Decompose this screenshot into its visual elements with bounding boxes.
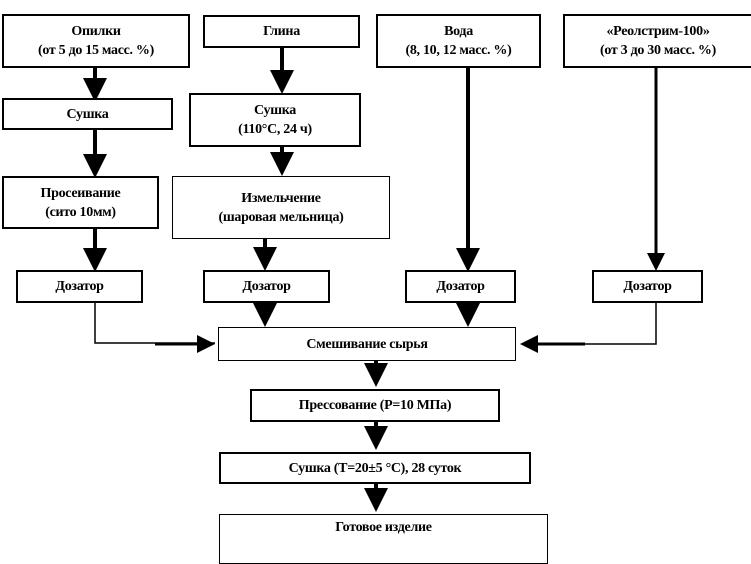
input-additive-label: «Реолстрим-100» [606, 24, 710, 39]
input-sawdust: Опилки (от 5 до 15 масс. %) [2, 14, 190, 68]
step-clay-drying: Сушка (110°С, 24 ч) [189, 93, 361, 147]
step-sieving-label: Просеивание [40, 185, 121, 201]
step-pressing-label: Прессование (Р=10 МПа) [298, 398, 452, 413]
step-product-label: Готовое изделие [335, 520, 432, 535]
input-water-amount: (8, 10, 12 масс. %) [405, 43, 512, 58]
doser-label: Дозатор [242, 279, 291, 294]
step-mixing-label: Смешивание сырья [306, 336, 428, 352]
doser-label: Дозатор [55, 279, 104, 294]
step-sawdust-drying: Сушка [2, 98, 173, 130]
connector-doser4-to-mixing [580, 302, 657, 345]
input-clay: Глина [203, 15, 360, 48]
step-sieving-params: (сито 10мм) [45, 204, 116, 220]
step-mixing: Смешивание сырья [218, 327, 516, 361]
input-additive-amount: (от 3 до 30 масс. %) [600, 43, 716, 58]
step-product: Готовое изделие [219, 514, 548, 564]
input-additive: «Реолстрим-100» (от 3 до 30 масс. %) [563, 14, 751, 68]
step-clay-drying-label: Сушка [254, 103, 296, 118]
input-sawdust-label: Опилки [71, 24, 121, 39]
doser-sawdust: Дозатор [16, 270, 143, 303]
input-water-label: Вода [444, 24, 473, 39]
doser-water: Дозатор [405, 270, 516, 303]
doser-clay: Дозатор [203, 270, 330, 303]
connector-doser1-to-mixing [94, 302, 215, 344]
step-clay-drying-params: (110°С, 24 ч) [238, 122, 312, 137]
doser-label: Дозатор [623, 279, 672, 294]
step-sawdust-drying-label: Сушка [66, 106, 109, 122]
step-sieving: Просеивание (сито 10мм) [2, 176, 159, 229]
step-grinding-params: (шаровая мельница) [218, 209, 344, 225]
input-water: Вода (8, 10, 12 масс. %) [376, 14, 541, 68]
step-final-drying: Сушка (Т=20±5 °С), 28 суток [219, 452, 531, 484]
doser-additive: Дозатор [592, 270, 703, 303]
input-clay-label: Глина [263, 24, 300, 39]
step-final-drying-label: Сушка (Т=20±5 °С), 28 суток [288, 460, 462, 476]
step-grinding: Измельчение (шаровая мельница) [172, 176, 390, 239]
step-pressing: Прессование (Р=10 МПа) [250, 389, 500, 422]
doser-label: Дозатор [436, 279, 485, 294]
step-grinding-label: Измельчение [241, 190, 321, 206]
input-sawdust-amount: (от 5 до 15 масс. %) [38, 43, 154, 58]
